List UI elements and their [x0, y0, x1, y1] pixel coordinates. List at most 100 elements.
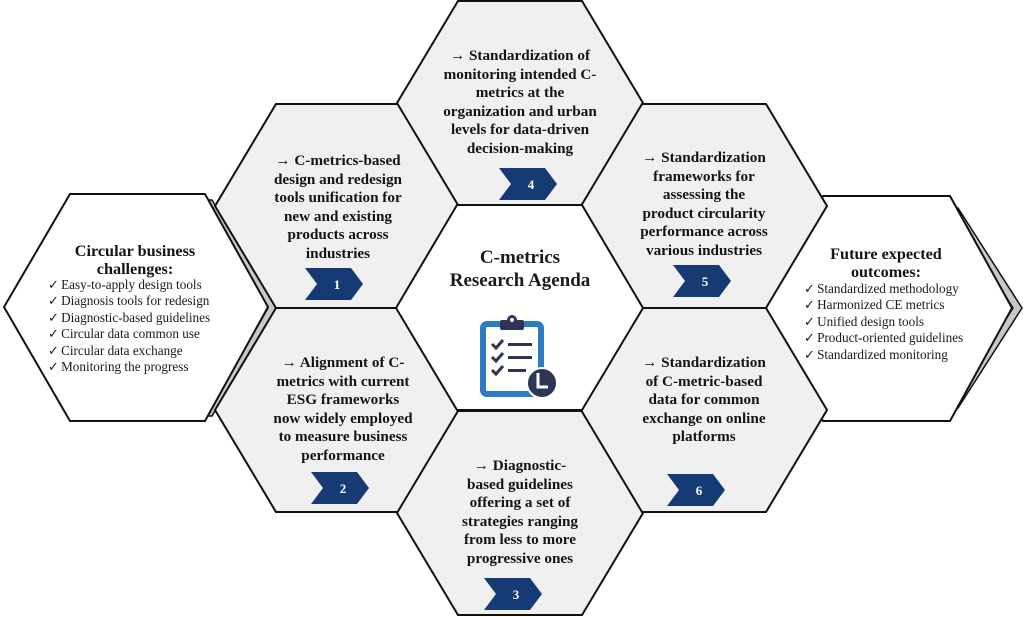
arrow-icon: → [642, 149, 658, 166]
agenda-line: Standardization of [468, 47, 591, 64]
agenda-line: product circularity [642, 204, 766, 222]
agenda-line: ESG frameworks [286, 391, 400, 409]
list-item: ✓Easy-to-apply design tools [48, 277, 210, 293]
agenda-text-2: → Alignment of C- metrics with current E… [258, 354, 428, 466]
check-icon: ✓ [48, 359, 60, 375]
agenda-line: strategies ranging [462, 512, 578, 530]
clipboard-checklist-clock-icon [480, 315, 558, 399]
agenda-text-1: → C-metrics-based design and redesign to… [248, 152, 428, 264]
list-item-text: Circular data exchange [61, 342, 183, 358]
step-number: 1 [334, 277, 341, 292]
agenda-line: offering a set of [469, 494, 571, 512]
step-number: 5 [702, 274, 709, 289]
left-hexagon [2, 193, 270, 422]
left-title-line2: challenges: [96, 260, 174, 278]
check-icon: ✓ [48, 309, 60, 325]
list-item: ✓Unified design tools [804, 314, 972, 330]
agenda-text-3: → Diagnostic- based guidelines offering … [445, 457, 595, 569]
list-item: ✓Standardized methodology [804, 281, 972, 297]
list-item: ✓Monitoring the progress [48, 359, 210, 375]
agenda-line: various industries [645, 241, 763, 259]
list-item: ✓Circular data common use [48, 326, 210, 342]
list-item-text: Unified design tools [817, 313, 925, 329]
center-title-line2: Research Agenda [449, 270, 591, 291]
check-icon: ✓ [804, 346, 816, 362]
center-title: C-metrics Research Agenda [420, 246, 620, 292]
right-title-line2: outcomes: [850, 263, 922, 281]
list-item-text: Standardized methodology [817, 281, 959, 296]
step-number: 4 [528, 177, 535, 192]
check-icon: ✓ [804, 313, 816, 329]
agenda-line: from less to more [463, 531, 577, 549]
step-badge-1 [305, 268, 363, 300]
agenda-line: exchange on online [642, 409, 766, 427]
agenda-line: Diagnostic- [492, 457, 567, 474]
left-challenges-list: ✓Easy-to-apply design tools ✓Diagnosis t… [48, 277, 210, 375]
agenda-line: frameworks for [653, 167, 755, 185]
agenda-line: monitoring intended C- [443, 65, 597, 83]
left-hex-title: Circular business challenges: [40, 242, 230, 278]
step-number: 3 [513, 587, 520, 602]
agenda-line: assessing the [662, 186, 746, 204]
agenda-line: decision-making [466, 139, 574, 157]
step-number: 6 [696, 483, 703, 498]
step-badge-3 [484, 578, 542, 610]
right-hex-title: Future expected outcomes: [796, 245, 976, 281]
agenda-text-4: → Standardization of monitoring intended… [425, 47, 615, 159]
agenda-line: industries [305, 244, 371, 262]
agenda-line: organization and urban [443, 102, 597, 120]
arrow-icon: → [449, 47, 466, 64]
agenda-line: performance across [640, 223, 768, 241]
agenda-line: now widely employed [273, 409, 413, 427]
agenda-line: Alignment of C- [299, 354, 405, 371]
agenda-text-5: → Standardization frameworks for assessi… [619, 149, 789, 261]
list-item-text: Diagnosis tools for redesign [61, 293, 210, 309]
agenda-line: progressive ones [466, 549, 574, 567]
agenda-line: tools unification for [274, 189, 402, 207]
agenda-line: metrics at the [475, 84, 565, 102]
agenda-line: design and redesign [273, 170, 402, 188]
agenda-text-6: → Standardization of C-metric-based data… [624, 354, 784, 447]
left-title-line1: Circular business [74, 242, 196, 260]
arrow-icon: → [275, 152, 291, 169]
list-item-text: Easy-to-apply design tools [61, 277, 202, 292]
center-hexagon [394, 204, 645, 411]
right-title-line1: Future expected [830, 245, 942, 263]
agenda-line: performance [301, 446, 385, 464]
agenda-line: new and existing [283, 207, 393, 225]
list-item: ✓Diagnostic-based guidelines [48, 310, 210, 326]
agenda-line: levels for data-driven [450, 121, 590, 139]
step-number: 2 [340, 481, 347, 496]
list-item-text: Diagnostic-based guidelines [61, 309, 211, 325]
list-item-text: Harmonized CE metrics [817, 297, 945, 313]
agenda-line: platforms [672, 428, 736, 446]
agenda-line: metrics with current [276, 372, 410, 390]
agenda-line: data for common [648, 391, 760, 409]
arrow-icon: → [642, 354, 658, 371]
list-item-text: Product-oriented guidelines [817, 330, 964, 346]
check-icon: ✓ [48, 342, 60, 358]
check-icon: ✓ [48, 326, 60, 342]
check-icon: ✓ [804, 281, 816, 296]
step-badge-4 [499, 168, 557, 200]
step-badge-2 [311, 472, 369, 504]
check-icon: ✓ [48, 293, 60, 309]
check-icon: ✓ [804, 330, 816, 346]
check-icon: ✓ [804, 297, 816, 313]
list-item-text: Monitoring the progress [61, 359, 189, 375]
agenda-line: based guidelines [467, 475, 573, 493]
agenda-line: of C-metric-based [645, 372, 763, 390]
agenda-line: products across [287, 226, 389, 244]
list-item: ✓Diagnosis tools for redesign [48, 293, 210, 309]
arrow-icon: → [473, 457, 489, 474]
list-item: ✓Harmonized CE metrics [804, 297, 972, 313]
check-icon: ✓ [48, 277, 60, 292]
center-title-line1: C-metrics [479, 247, 561, 268]
agenda-line: to measure business [278, 428, 408, 446]
step-badge-5 [673, 265, 731, 297]
agenda-line: C-metrics-based [294, 152, 401, 169]
list-item: ✓Product-oriented guidelines [804, 330, 972, 346]
list-item-text: Circular data common use [61, 326, 200, 342]
agenda-line: Standardization [661, 354, 766, 371]
